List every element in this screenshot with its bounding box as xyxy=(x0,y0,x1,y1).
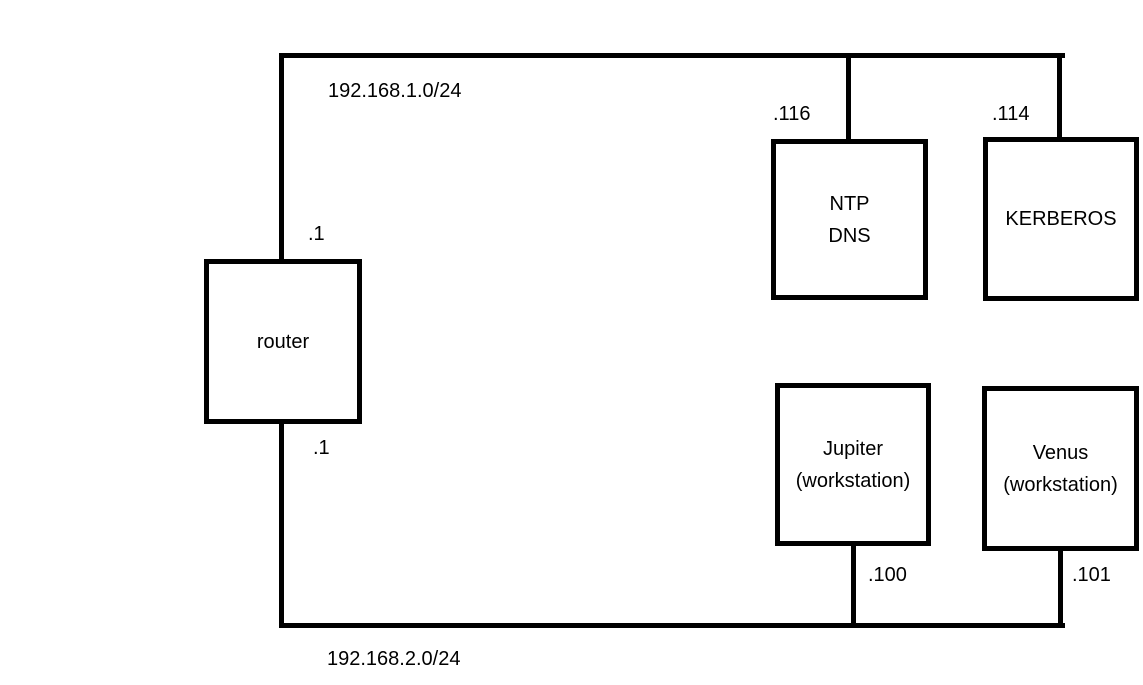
router-node-box: router xyxy=(204,259,362,424)
network1-bus-line xyxy=(279,53,1065,58)
venus-label-line1: Venus xyxy=(1032,441,1089,464)
jupiter-label-line1: Jupiter xyxy=(822,437,884,460)
ntp-dns-server-box: NTP DNS xyxy=(771,139,928,300)
jupiter-workstation-box: Jupiter (workstation) xyxy=(775,383,931,546)
ntp-dns-to-network1-wire xyxy=(846,53,851,143)
jupiter-interface-label: .100 xyxy=(868,564,907,586)
jupiter-to-network2-wire xyxy=(851,542,856,628)
router-network2-interface-label: .1 xyxy=(313,437,330,459)
venus-label-line2: (workstation) xyxy=(1003,473,1118,496)
kerberos-interface-label: .114 xyxy=(992,103,1030,125)
kerberos-label: KERBEROS xyxy=(1005,208,1117,230)
router-network1-interface-label: .1 xyxy=(308,223,325,245)
ntp-dns-label-line2: DNS xyxy=(828,224,871,247)
network2-cidr-label: 192.168.2.0/24 xyxy=(327,648,461,670)
jupiter-label-line2: (workstation) xyxy=(795,469,911,492)
venus-interface-label: .101 xyxy=(1072,564,1111,586)
venus-workstation-box: Venus (workstation) xyxy=(982,386,1139,551)
router-to-network1-wire xyxy=(279,53,284,263)
ntp-dns-interface-label: .116 xyxy=(773,103,811,125)
kerberos-to-network1-wire xyxy=(1057,53,1062,141)
ntp-dns-label-line1: NTP xyxy=(829,192,870,215)
network1-cidr-label: 192.168.1.0/24 xyxy=(328,80,462,102)
network2-bus-line xyxy=(279,623,1065,628)
kerberos-server-box: KERBEROS xyxy=(983,137,1139,301)
router-to-network2-wire xyxy=(279,420,284,628)
venus-to-network2-wire xyxy=(1058,547,1063,628)
router-node-label: router xyxy=(256,330,310,353)
